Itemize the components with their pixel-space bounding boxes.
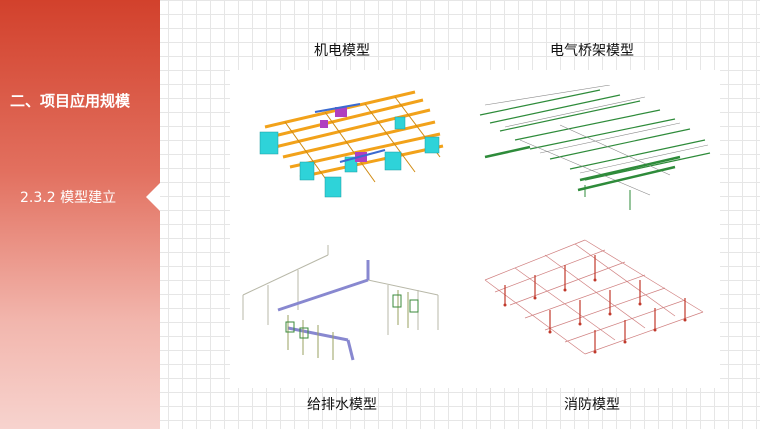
subsection-label: 2.3.2 模型建立 xyxy=(20,190,117,206)
electrical-tray-model-image xyxy=(479,85,711,210)
sidebar: 二、项目应用规模 2.3.2 模型建立 xyxy=(0,0,160,429)
fire-protection-model-image xyxy=(484,239,704,355)
mep-model-caption: 机电模型 xyxy=(314,43,370,59)
section-title: 二、项目应用规模 xyxy=(10,92,131,110)
electrical-tray-model-caption: 电气桥架模型 xyxy=(550,43,634,59)
mep-model-image xyxy=(259,90,444,198)
plumbing-model-caption: 给排水模型 xyxy=(307,397,377,413)
plumbing-model-image xyxy=(242,245,439,361)
fire-protection-model-caption: 消防模型 xyxy=(564,397,620,413)
active-indicator xyxy=(146,183,160,211)
